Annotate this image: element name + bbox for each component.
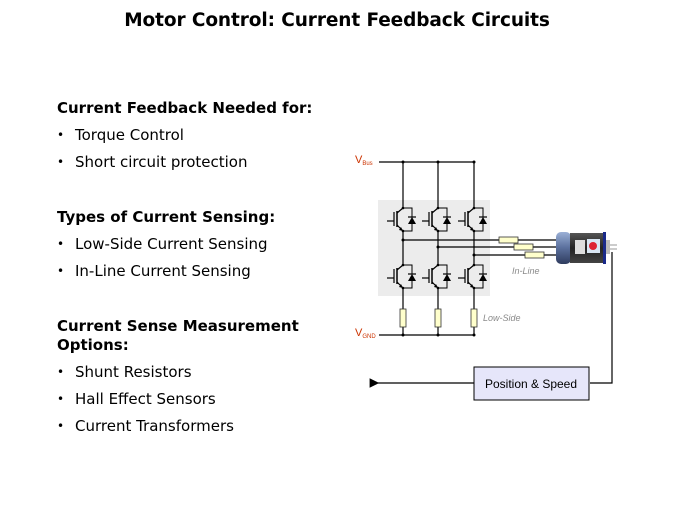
bullet-text: Hall Effect Sensors [75,390,216,408]
bullet-dot: • [57,237,65,251]
bullet-dot: • [57,392,65,406]
bullet-item: • Short circuit protection [57,153,247,172]
igbt-switch-icon [422,261,451,293]
position-speed-block [473,366,590,401]
igbt-switch-icon [458,204,487,236]
igbt-switch-icon [422,204,451,236]
motor-icon [556,232,617,264]
lowside-shunt-resistor [470,308,478,328]
bullet-text: In-Line Current Sensing [75,262,251,280]
bullet-text: Torque Control [75,126,184,144]
bullet-text: Short circuit protection [75,153,248,171]
bullet-text: Low-Side Current Sensing [75,235,268,253]
vgnd-label: VGND [355,327,376,340]
bullet-item: • Hall Effect Sensors [57,390,216,409]
lowside-shunt-resistor [399,308,407,328]
bullet-item: • Shunt Resistors [57,363,192,382]
bullet-item: • Torque Control [57,126,184,145]
inverter-module-background [378,200,490,296]
bullet-text: Current Transformers [75,417,234,435]
lowside-shunt-resistor [434,308,442,328]
igbt-switch-icon [458,261,487,293]
gnd-junction-dot [472,333,476,337]
bullet-dot: • [57,365,65,379]
bullet-text: Shunt Resistors [75,363,192,381]
bullet-dot: • [57,128,65,142]
section-heading-feedback-needed: Current Feedback Needed for: [57,99,313,117]
bullet-dot: • [57,155,65,169]
lowside-label: Low-Side [483,313,521,323]
slide-title: Motor Control: Current Feedback Circuits [124,10,550,31]
bullet-dot: • [57,264,65,278]
position-speed-label: Position & Speed [485,377,577,391]
inline-shunt-resistor [513,243,534,251]
igbt-switch-icon [387,204,416,236]
bullet-dot: • [57,419,65,433]
vbus-label: VBus [355,154,373,167]
feedback-wire [590,252,613,384]
section-heading-measurement-options: Current Sense Measurement Options: [57,317,299,355]
gnd-junction-dot [401,333,405,337]
bullet-item: • Low-Side Current Sensing [57,235,268,254]
bullet-item: • Current Transformers [57,417,234,436]
bullet-item: • In-Line Current Sensing [57,262,251,281]
inline-label: In-Line [512,266,540,276]
gnd-junction-dot [436,333,440,337]
heading-line: Current Sense Measurement [57,317,299,335]
inline-shunt-resistor [498,236,519,244]
heading-line: Options: [57,336,129,354]
section-heading-sensing-types: Types of Current Sensing: [57,208,276,226]
inline-shunt-resistor [524,251,545,259]
igbt-switch-icon [387,261,416,293]
